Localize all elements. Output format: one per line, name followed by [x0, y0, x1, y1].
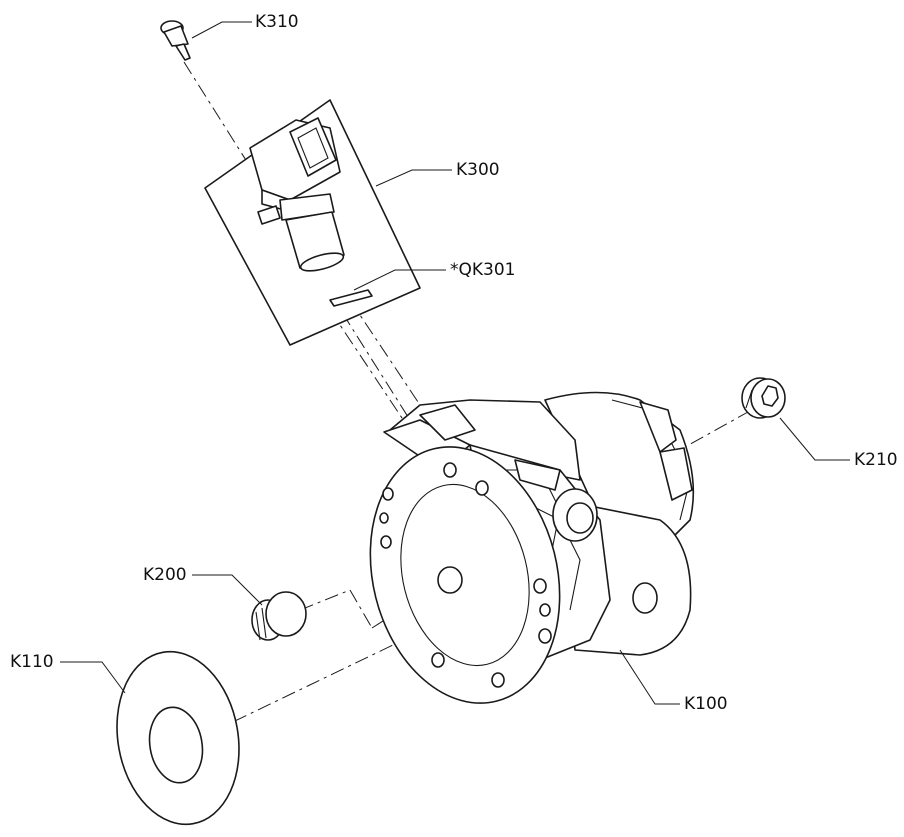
label-k100: K100	[684, 694, 728, 714]
k300-sensor-assembly	[204, 99, 421, 346]
k110-washer	[116, 650, 240, 826]
flange-bolt-holes	[379, 462, 552, 688]
label-k300: K300	[456, 160, 500, 180]
k310-screw	[160, 20, 191, 61]
label-k210: K210	[854, 450, 898, 470]
label-k110: K110	[10, 652, 54, 672]
label-qk301: *QK301	[450, 260, 516, 280]
k210-plug	[741, 377, 786, 419]
k200-plug	[251, 591, 307, 641]
leader-lines	[60, 21, 850, 705]
label-k310: K310	[255, 12, 299, 32]
label-k200: K200	[143, 565, 187, 585]
k100-housing	[369, 391, 695, 704]
